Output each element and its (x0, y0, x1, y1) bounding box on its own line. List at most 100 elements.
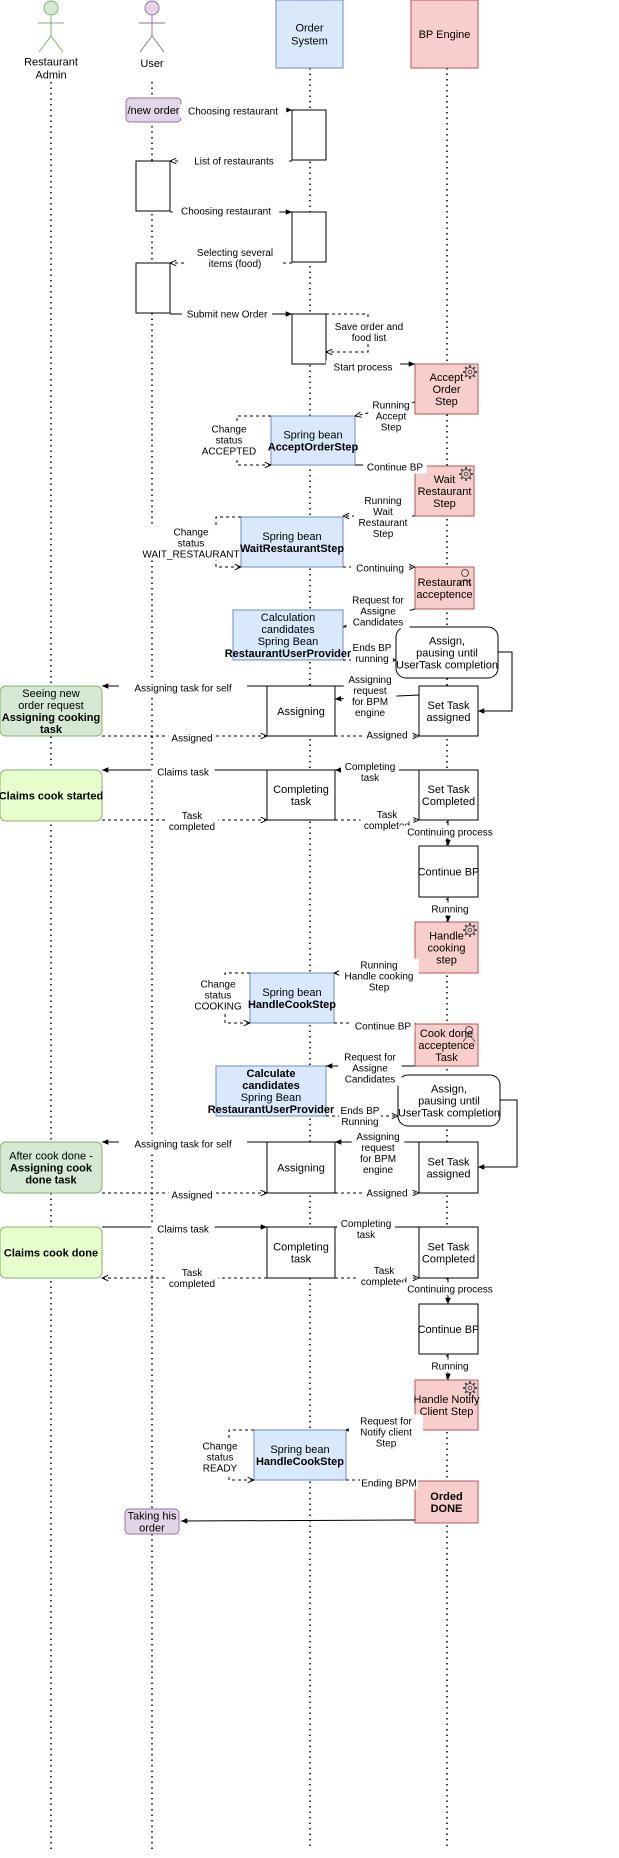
activation-bar (291, 211, 327, 263)
message-label-bg (172, 204, 280, 218)
message-label-m43: Ending BPM (361, 1479, 417, 1490)
message-label-m16: Assigning task for self (134, 684, 231, 695)
message-label-m5: Submit new Order (187, 310, 268, 321)
admin-assign-2-box (0, 1141, 103, 1194)
message-label-bg (363, 728, 411, 742)
bean-accept-box (270, 415, 356, 466)
actor-user-label: User (140, 58, 164, 70)
message-label-m3: Choosing restaurant (181, 207, 271, 218)
message-label-m39: Continuing process (407, 1285, 493, 1296)
message-label-m13: Continuing (356, 564, 404, 575)
continue-bp-1-label: Continue BP (418, 866, 480, 878)
user-icon (458, 569, 472, 586)
message-label-m10: Continue BP (367, 463, 423, 474)
message-label-bg (351, 1130, 405, 1176)
cook-done-acceptence-box (414, 1023, 479, 1067)
completing-task-1-box (266, 769, 336, 821)
message-label-bg (329, 320, 409, 344)
message-label-m25: Running (431, 905, 468, 916)
message-label-bg (343, 673, 397, 719)
participant-bp-engine-label: BP Engine (419, 29, 471, 41)
message-label-bg (165, 1266, 219, 1290)
message-label-bg (181, 307, 273, 321)
message-label-bg (429, 1359, 471, 1373)
claims-cook-started-label: Claims cook started (0, 790, 103, 802)
participant-order-system (275, 0, 344, 69)
bean-cook-2-box (253, 1429, 347, 1481)
message-label-m28: Continue BP (355, 1022, 411, 1033)
message-label-bg (339, 1104, 381, 1128)
message-label-bg (346, 593, 410, 629)
taking-order-box (124, 1508, 180, 1535)
final-return-arrow (180, 1518, 416, 1524)
message-label-m19: Assigned (366, 731, 407, 742)
message-label-bg (165, 809, 219, 833)
gear-icon (463, 365, 477, 379)
bean-wait-box (240, 516, 344, 568)
message-label-bg (325, 360, 401, 374)
message-label-m40: Running (431, 1362, 468, 1373)
pause-loop-arrow (478, 1099, 518, 1170)
completing-task-2-box (266, 1226, 336, 1279)
activation-bar (135, 262, 171, 314)
admin-assign-1-box (0, 685, 103, 737)
set-task-completed-1-box (418, 769, 479, 821)
message-label-m18: Assigned (171, 734, 212, 745)
actor-restaurant-admin (38, 0, 64, 53)
message-label-m20: Claims task (157, 768, 210, 779)
message-label-bg (201, 1439, 239, 1475)
message-label-bg (179, 104, 287, 118)
set-task-assigned-1-box (418, 685, 479, 737)
user-icon (462, 1026, 476, 1043)
gear-icon (463, 1381, 477, 1395)
message-label-bg (339, 958, 419, 994)
message-label-m35: Claims task (157, 1225, 210, 1236)
message-label-bg (151, 1222, 215, 1236)
calc-candidates-1-box (232, 609, 344, 661)
message-label-bg (429, 902, 471, 916)
message-label-m2: List of restaurants (194, 157, 273, 168)
message-label-bg (187, 246, 283, 270)
message-label-bg (168, 731, 216, 745)
calc-candidates-2-box (215, 1065, 327, 1117)
message-label-bg (118, 681, 248, 695)
gear-icon (459, 467, 473, 481)
message-label-m33: Assigned (171, 1191, 212, 1202)
message-label-bg (341, 760, 399, 784)
message-label-bg (151, 765, 215, 779)
assigning-2-label: Assigning (277, 1162, 325, 1174)
assigning-1-label: Assigning (277, 706, 325, 718)
restaurant-acceptence-box (414, 566, 475, 610)
